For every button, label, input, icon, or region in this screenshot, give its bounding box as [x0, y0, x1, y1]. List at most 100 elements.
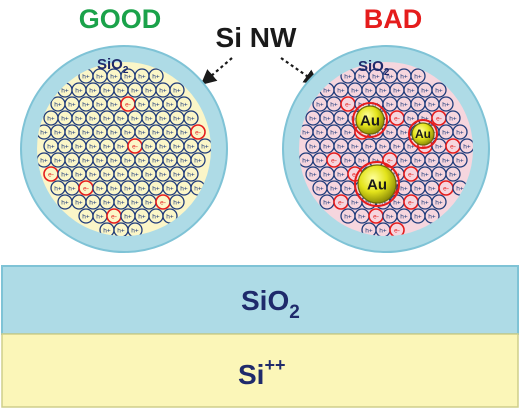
electron-carrier: e-: [127, 138, 143, 154]
hole-carrier: h+: [340, 180, 356, 196]
svg-text:h+: h+: [96, 185, 104, 192]
svg-text:h+: h+: [428, 101, 436, 108]
svg-text:h+: h+: [68, 129, 76, 136]
hole-carrier: h+: [410, 96, 426, 112]
svg-text:h+: h+: [166, 101, 174, 108]
hole-carrier: h+: [127, 110, 143, 126]
gold-impurity: Au: [354, 161, 400, 207]
hole-carrier: h+: [333, 166, 349, 182]
hole-carrier: h+: [113, 222, 129, 236]
hole-carrier: h+: [127, 82, 143, 98]
svg-text:h+: h+: [145, 87, 153, 94]
nanowire-label: Si NW: [216, 22, 297, 53]
svg-text:h+: h+: [400, 101, 408, 108]
svg-text:h+: h+: [365, 227, 373, 234]
hole-carrier: h+: [382, 208, 398, 224]
svg-text:h+: h+: [400, 185, 408, 192]
svg-text:h+: h+: [365, 199, 373, 206]
svg-text:Au: Au: [415, 127, 431, 141]
hole-carrier: h+: [120, 152, 136, 168]
bad-oxide-label: SiO2: [358, 58, 390, 78]
svg-text:h+: h+: [316, 101, 324, 108]
hole-carrier: h+: [410, 180, 426, 196]
svg-text:h+: h+: [435, 143, 443, 150]
hole-carrier: h+: [106, 68, 122, 84]
svg-text:e-: e-: [408, 199, 414, 206]
electron-carrier: e-: [43, 166, 59, 182]
hole-carrier: h+: [85, 166, 101, 182]
svg-text:h+: h+: [379, 87, 387, 94]
svg-text:Au: Au: [367, 176, 387, 193]
hole-carrier: h+: [99, 166, 115, 182]
svg-text:h+: h+: [379, 199, 387, 206]
hole-carrier: h+: [438, 152, 454, 168]
svg-text:h+: h+: [407, 87, 415, 94]
svg-text:h+: h+: [152, 101, 160, 108]
hole-carrier: h+: [438, 96, 454, 112]
svg-text:h+: h+: [358, 213, 366, 220]
hole-carrier: h+: [326, 180, 342, 196]
svg-text:h+: h+: [428, 157, 436, 164]
svg-text:h+: h+: [180, 101, 188, 108]
hole-carrier: h+: [162, 124, 178, 140]
svg-text:h+: h+: [323, 87, 331, 94]
hole-carrier: h+: [340, 124, 356, 140]
svg-text:h+: h+: [421, 115, 429, 122]
svg-text:h+: h+: [421, 171, 429, 178]
electron-carrier: e-: [403, 194, 419, 210]
hole-carrier: h+: [183, 138, 199, 154]
hole-carrier: h+: [134, 180, 150, 196]
svg-text:h+: h+: [145, 115, 153, 122]
svg-text:h+: h+: [89, 143, 97, 150]
svg-text:h+: h+: [166, 157, 174, 164]
hole-carrier: h+: [347, 194, 363, 210]
svg-text:h+: h+: [173, 143, 181, 150]
svg-text:h+: h+: [449, 171, 457, 178]
svg-text:h+: h+: [351, 115, 359, 122]
hole-carrier: h+: [148, 96, 164, 112]
svg-text:h+: h+: [110, 185, 118, 192]
hole-carrier: h+: [326, 96, 342, 112]
hole-carrier: h+: [389, 82, 405, 98]
hole-carrier: h+: [64, 96, 80, 112]
hole-carrier: h+: [50, 96, 66, 112]
svg-text:h+: h+: [61, 171, 69, 178]
svg-text:h+: h+: [302, 129, 310, 136]
svg-text:h+: h+: [159, 143, 167, 150]
svg-text:h+: h+: [414, 101, 422, 108]
hole-carrier: h+: [431, 166, 447, 182]
svg-text:h+: h+: [152, 73, 160, 80]
hole-carrier: h+: [396, 96, 412, 112]
hole-carrier: h+: [452, 152, 468, 168]
svg-text:h+: h+: [166, 213, 174, 220]
electron-carrier: e-: [106, 208, 122, 224]
hole-carrier: h+: [141, 82, 157, 98]
hole-carrier: h+: [176, 152, 192, 168]
hole-carrier: h+: [410, 208, 426, 224]
svg-text:h+: h+: [54, 157, 62, 164]
svg-text:h+: h+: [159, 171, 167, 178]
svg-text:h+: h+: [309, 115, 317, 122]
svg-text:h+: h+: [145, 171, 153, 178]
svg-text:e-: e-: [394, 115, 400, 122]
hole-carrier: h+: [176, 124, 192, 140]
hole-carrier: h+: [312, 180, 328, 196]
svg-text:h+: h+: [103, 171, 111, 178]
hole-carrier: h+: [134, 124, 150, 140]
hole-carrier: h+: [134, 96, 150, 112]
hole-carrier: h+: [141, 138, 157, 154]
svg-text:h+: h+: [138, 101, 146, 108]
svg-text:h+: h+: [309, 171, 317, 178]
svg-text:h+: h+: [351, 143, 359, 150]
svg-text:e-: e-: [125, 101, 131, 108]
svg-text:h+: h+: [187, 143, 195, 150]
svg-text:h+: h+: [75, 143, 83, 150]
svg-text:h+: h+: [138, 73, 146, 80]
svg-text:e-: e-: [443, 185, 449, 192]
svg-text:h+: h+: [124, 213, 132, 220]
gold-impurity: Au: [408, 119, 438, 149]
svg-text:h+: h+: [47, 143, 55, 150]
electron-carrier: e-: [326, 152, 342, 168]
svg-text:h+: h+: [337, 87, 345, 94]
hole-carrier: h+: [141, 110, 157, 126]
